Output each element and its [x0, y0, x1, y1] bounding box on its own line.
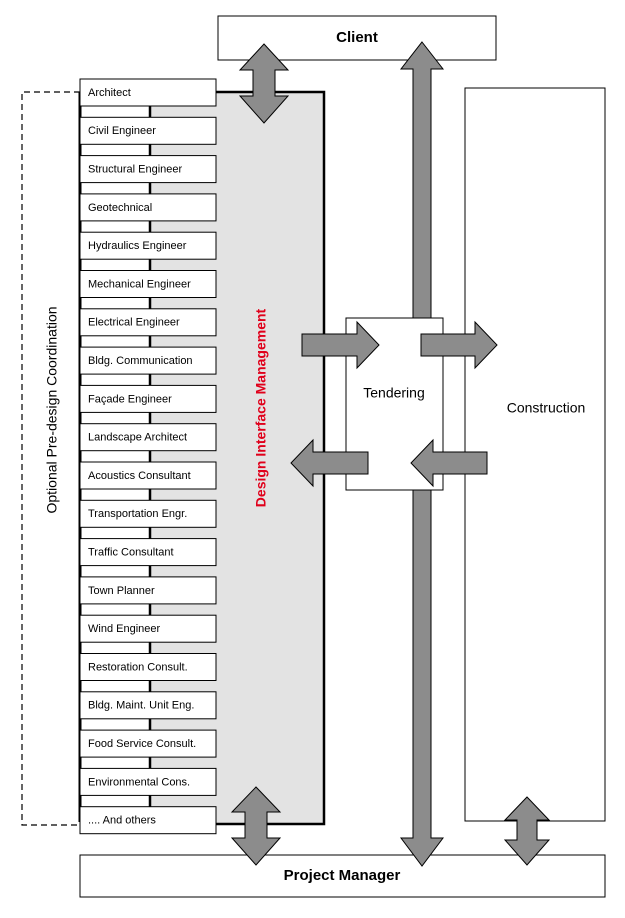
consultant-box: Structural Engineer — [79, 155, 217, 184]
tendering-to-design-arrow — [290, 438, 369, 488]
construction-to-tendering-arrow — [410, 438, 488, 488]
consultant-box-frame — [79, 346, 217, 375]
consultant-box-frame — [79, 806, 217, 835]
design-pm-double-arrow — [230, 786, 282, 866]
consultant-label: .... And others — [88, 815, 156, 827]
consultant-box: Transportation Engr. — [79, 499, 217, 528]
consultant-box-frame — [79, 576, 217, 605]
consultant-label: Bldg. Maint. Unit Eng. — [88, 700, 194, 712]
consultant-box-frame — [79, 155, 217, 184]
consultant-box: Town Planner — [79, 576, 217, 605]
consultant-box-frame — [79, 767, 217, 796]
consultant-box: Bldg. Communication — [79, 346, 217, 375]
consultant-label: Electrical Engineer — [88, 317, 180, 329]
consultant-box: Bldg. Maint. Unit Eng. — [79, 691, 217, 720]
consultant-box: Environmental Cons. — [79, 767, 217, 796]
consultant-label: Restoration Consult. — [88, 661, 188, 673]
consultant-label: Food Service Consult. — [88, 738, 196, 750]
consultant-label: Hydraulics Engineer — [88, 240, 187, 252]
design-to-tendering-arrow — [301, 320, 380, 370]
consultant-box-frame — [79, 461, 217, 490]
consultant-box: Architect — [79, 78, 217, 107]
consultant-box-frame — [79, 384, 217, 413]
construction-box — [464, 87, 606, 822]
consultant-box-frame — [79, 538, 217, 567]
consultant-label: Environmental Cons. — [88, 776, 190, 788]
consultant-box: Landscape Architect — [79, 423, 217, 452]
consultant-box: Mechanical Engineer — [79, 270, 217, 298]
consultant-label: Façade Engineer — [88, 393, 172, 405]
optional-coordination-bracket — [21, 91, 80, 826]
consultant-label: Geotechnical — [88, 202, 152, 214]
consultant-label: Architect — [88, 87, 131, 99]
consultant-box: Restoration Consult. — [79, 653, 217, 681]
consultant-label: Acoustics Consultant — [88, 470, 191, 482]
consultant-box-frame — [79, 193, 217, 222]
consultant-box-frame — [79, 614, 217, 643]
consultant-label: Bldg. Communication — [88, 355, 193, 367]
consultant-label: Structural Engineer — [88, 164, 182, 176]
optional-coordination-label: Optional Pre-design Coordination — [44, 306, 60, 513]
consultant-box-frame — [79, 499, 217, 528]
consultant-box: Electrical Engineer — [79, 308, 217, 337]
consultant-box: Civil Engineer — [79, 116, 217, 145]
consultant-label: Transportation Engr. — [88, 508, 187, 520]
design-interface-label: Design Interface Management — [253, 308, 269, 507]
consultant-box: Hydraulics Engineer — [79, 231, 217, 260]
consultant-label: Traffic Consultant — [88, 547, 174, 559]
consultant-box-frame — [79, 78, 217, 107]
consultant-box-frame — [79, 423, 217, 452]
consultant-label: Wind Engineer — [88, 623, 160, 635]
consultant-box: Food Service Consult. — [79, 729, 217, 758]
consultant-box: .... And others — [79, 806, 217, 835]
consultant-box: Acoustics Consultant — [79, 461, 217, 490]
construction-pm-double-arrow — [503, 796, 551, 866]
consultant-box: Geotechnical — [79, 193, 217, 222]
consultant-box: Wind Engineer — [79, 614, 217, 643]
consultant-box-frame — [79, 308, 217, 337]
consultant-label: Town Planner — [88, 585, 155, 597]
consultant-label: Civil Engineer — [88, 125, 156, 137]
consultant-box-frame — [79, 729, 217, 758]
consultant-box: Façade Engineer — [79, 384, 217, 413]
consultant-box-frame — [79, 116, 217, 145]
project-manager-box — [79, 854, 606, 898]
client-label: Client — [336, 29, 378, 46]
tendering-label: Tendering — [363, 385, 425, 401]
consultant-box-frame — [79, 270, 217, 298]
consultant-box-frame — [79, 231, 217, 260]
consultant-box: Traffic Consultant — [79, 538, 217, 567]
tendering-to-construction-arrow — [420, 320, 498, 370]
consultant-box-frame — [79, 691, 217, 720]
project-manager-label: Project Manager — [284, 867, 401, 884]
consultant-label: Landscape Architect — [88, 432, 187, 444]
construction-label: Construction — [507, 400, 586, 416]
consultant-box-frame — [79, 653, 217, 681]
client-design-double-arrow — [238, 43, 290, 124]
consultant-label: Mechanical Engineer — [88, 278, 191, 290]
